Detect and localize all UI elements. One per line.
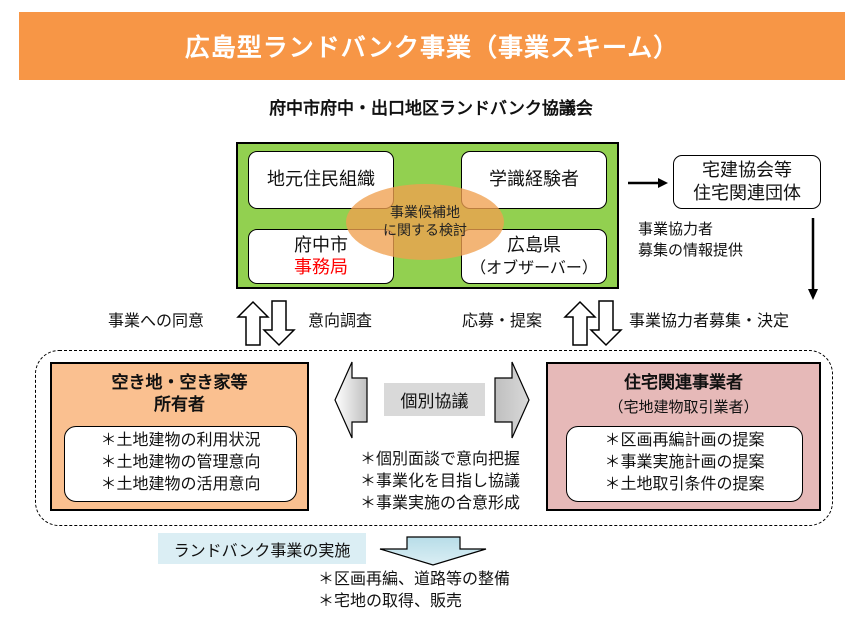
owner-title: 空き地・空き家等 所有者 xyxy=(52,372,307,416)
topic-line: に関する検討 xyxy=(383,223,467,239)
implementation-down-arrow-icon xyxy=(379,536,487,566)
owner-items: ＊土地建物の利用状況 ＊土地建物の管理意向 ＊土地建物の活用意向 xyxy=(64,426,297,502)
negotiation-item: ＊事業実施の合意形成 xyxy=(359,493,520,512)
negotiation-item: ＊個別面談で意向把握 xyxy=(359,449,520,468)
observer-label: （オブザーバー） xyxy=(470,257,598,277)
business-item: ＊土地取引条件の提案 xyxy=(604,474,765,493)
secretariat-label: 事務局 xyxy=(294,256,348,278)
owner-title-line: 所有者 xyxy=(154,395,205,415)
business-item: ＊事業実施計画の提案 xyxy=(604,452,765,471)
association-box: 宅建協会等 住宅関連団体 xyxy=(673,155,821,209)
business-items: ＊区画再編計画の提案 ＊事業実施計画の提案 ＊土地取引条件の提案 xyxy=(566,426,803,502)
down-arrow-icon xyxy=(589,300,623,347)
association-note: 事業協力者 募集の情報提供 xyxy=(638,219,743,261)
owner-title-line: 空き地・空き家等 xyxy=(111,373,248,393)
right-block-arrow-icon xyxy=(494,361,530,439)
implementation-item: ＊区画再編、道路等の整備 xyxy=(318,569,511,588)
member-label: 学識経験者 xyxy=(489,169,579,190)
up-arrow-icon xyxy=(236,300,270,346)
flow-biz-recruit: 事業協力者募集・決定 xyxy=(629,311,790,330)
note-line: 事業協力者 xyxy=(638,220,714,238)
implementation-item: ＊宅地の取得、販売 xyxy=(318,591,463,610)
down-arrow-icon xyxy=(262,300,296,347)
flow-owner-survey: 意向調査 xyxy=(308,311,373,330)
member-label: 広島県 xyxy=(507,234,561,256)
council-title: 府中市府中・出口地区ランドバンク協議会 xyxy=(269,99,593,119)
business-title: 住宅関連事業者 xyxy=(624,373,743,393)
council-box: 地元住民組織 学識経験者 府中市 事務局 広島県 （オブザーバー） xyxy=(236,142,619,289)
page-title: 広島型ランドバンク事業（事業スキーム） xyxy=(184,33,680,62)
owner-item: ＊土地建物の活用意向 xyxy=(100,474,261,493)
implementation-items: ＊区画再編、道路等の整備 ＊宅地の取得、販売 xyxy=(318,568,510,612)
business-box: 住宅関連事業者 （宅地建物取引業者） ＊区画再編計画の提案 ＊事業実施計画の提案… xyxy=(546,362,821,511)
owner-item: ＊土地建物の利用状況 xyxy=(100,430,261,449)
topic-ellipse: 事業候補地 に関する検討 xyxy=(346,184,504,260)
member-label: 府中市 xyxy=(294,234,348,256)
owner-item: ＊土地建物の管理意向 xyxy=(100,452,261,471)
page-title-banner: 広島型ランドバンク事業（事業スキーム） xyxy=(19,12,845,80)
implementation-label: ランドバンク事業の実施 xyxy=(158,533,366,564)
note-line: 募集の情報提供 xyxy=(638,241,744,259)
up-arrow-icon xyxy=(563,300,597,346)
left-block-arrow-icon xyxy=(334,361,368,439)
member-label: 地元住民組織 xyxy=(267,169,375,190)
flow-biz-apply: 応募・提案 xyxy=(462,311,543,330)
association-line: 住宅関連団体 xyxy=(693,183,801,204)
negotiation-items: ＊個別面談で意向把握 ＊事業化を目指し協議 ＊事業実施の合意形成 xyxy=(330,448,550,514)
topic-line: 事業候補地 xyxy=(390,205,460,221)
arrow-association-down-head xyxy=(808,289,818,300)
owner-box: 空き地・空き家等 所有者 ＊土地建物の利用状況 ＊土地建物の管理意向 ＊土地建物… xyxy=(50,362,309,511)
arrow-to-association-head xyxy=(658,178,668,188)
negotiation-label: 個別協議 xyxy=(384,383,485,416)
business-subtitle: （宅地建物取引業者） xyxy=(608,398,759,416)
association-line: 宅建協会等 xyxy=(702,160,792,181)
negotiation-area xyxy=(35,350,833,526)
business-item: ＊区画再編計画の提案 xyxy=(604,430,765,449)
flow-owner-consent: 事業への同意 xyxy=(108,311,205,330)
member-prefecture: 広島県 （オブザーバー） xyxy=(461,229,607,284)
negotiation-item: ＊事業化を目指し協議 xyxy=(359,471,520,490)
